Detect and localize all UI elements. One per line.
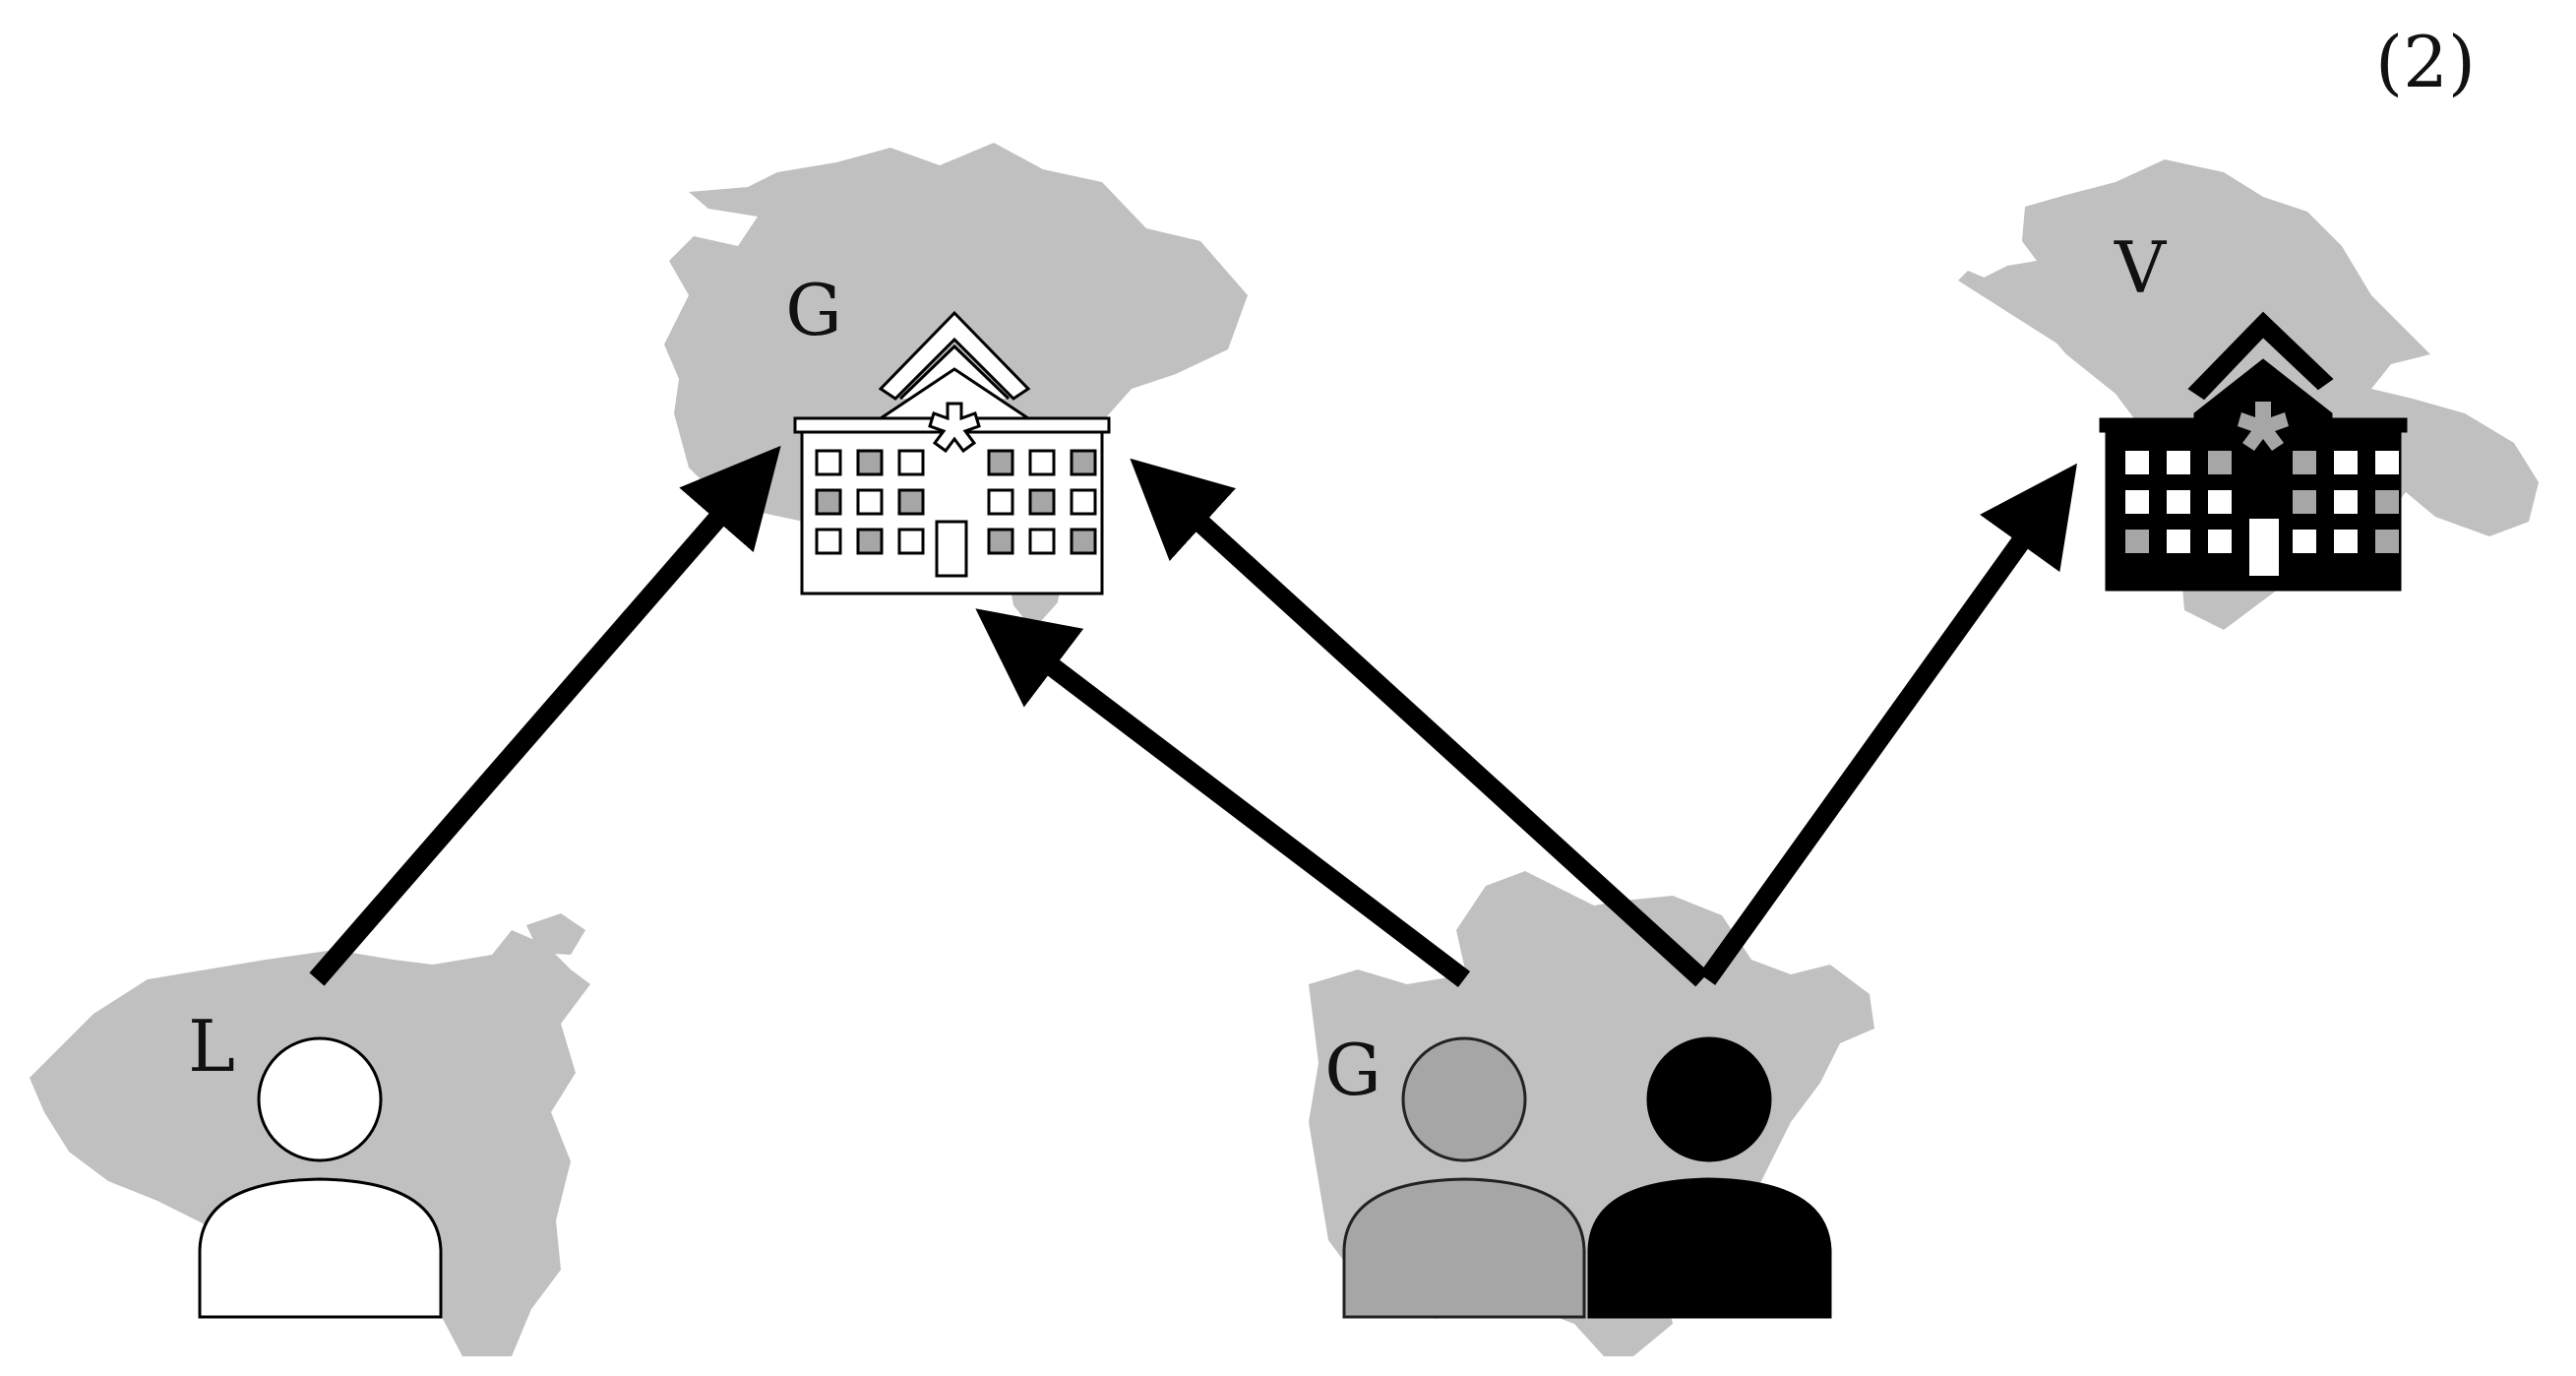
hospital-window [1028, 449, 1056, 476]
hospital-window [1028, 528, 1056, 555]
hospital-window [2125, 490, 2149, 514]
hospital-window [856, 449, 884, 476]
person-g-gray-icon [1342, 1036, 1586, 1319]
person-l-icon [198, 1036, 443, 1319]
hospital-window [2375, 451, 2399, 474]
hospital-window [897, 449, 925, 476]
hospital-window [987, 488, 1014, 516]
hospital-window [2334, 451, 2358, 474]
hospital-window [815, 449, 842, 476]
hospital-window [897, 528, 925, 555]
hospital-g-icon [793, 310, 1111, 595]
hospital-window [815, 488, 842, 516]
panel-label: (2) [2375, 21, 2476, 103]
hospital-window [2293, 490, 2316, 514]
hospital-window [2293, 451, 2316, 474]
arrow-black-person-to-hospital-v [1698, 463, 2077, 985]
hospital-g-label: G [785, 269, 842, 351]
hospital-window [2375, 530, 2399, 553]
hospital-window [1028, 488, 1056, 516]
arrow-left-person-to-hospital-g [309, 445, 781, 986]
person-black-icon [1587, 1036, 1832, 1319]
hospital-v-icon [2099, 311, 2408, 592]
map-island-2 [462, 976, 504, 1009]
hospital-window [2375, 490, 2399, 514]
hospital-window [2208, 530, 2232, 553]
arrow-gray-person-to-hospital-g [975, 608, 1471, 987]
hospital-window [856, 528, 884, 555]
hospital-window [2125, 451, 2149, 474]
person-pair-label: G [1324, 1029, 1381, 1111]
map-region-top-right-peninsula [1958, 271, 2125, 369]
arrow-black-person-to-hospital-g [1130, 458, 1709, 987]
hospital-window [1070, 528, 1097, 555]
hospital-window [2167, 530, 2190, 553]
hospital-window [2167, 490, 2190, 514]
hospital-window [987, 528, 1014, 555]
hospital-window [856, 488, 884, 516]
hospital-window [1070, 449, 1097, 476]
hospital-window [2334, 530, 2358, 553]
hospital-window [897, 488, 925, 516]
hospital-window [2293, 530, 2316, 553]
hospital-window [1070, 488, 1097, 516]
hospital-v-label: V [2114, 226, 2168, 309]
hospital-window [815, 528, 842, 555]
hospital-window [2125, 530, 2149, 553]
hospital-window [2208, 490, 2232, 514]
hospital-window [2208, 451, 2232, 474]
map-island-1 [526, 913, 585, 955]
hospital-window [987, 449, 1014, 476]
person-l-label: L [188, 1005, 235, 1088]
hospital-window [2334, 490, 2358, 514]
hospital-window [2167, 451, 2190, 474]
